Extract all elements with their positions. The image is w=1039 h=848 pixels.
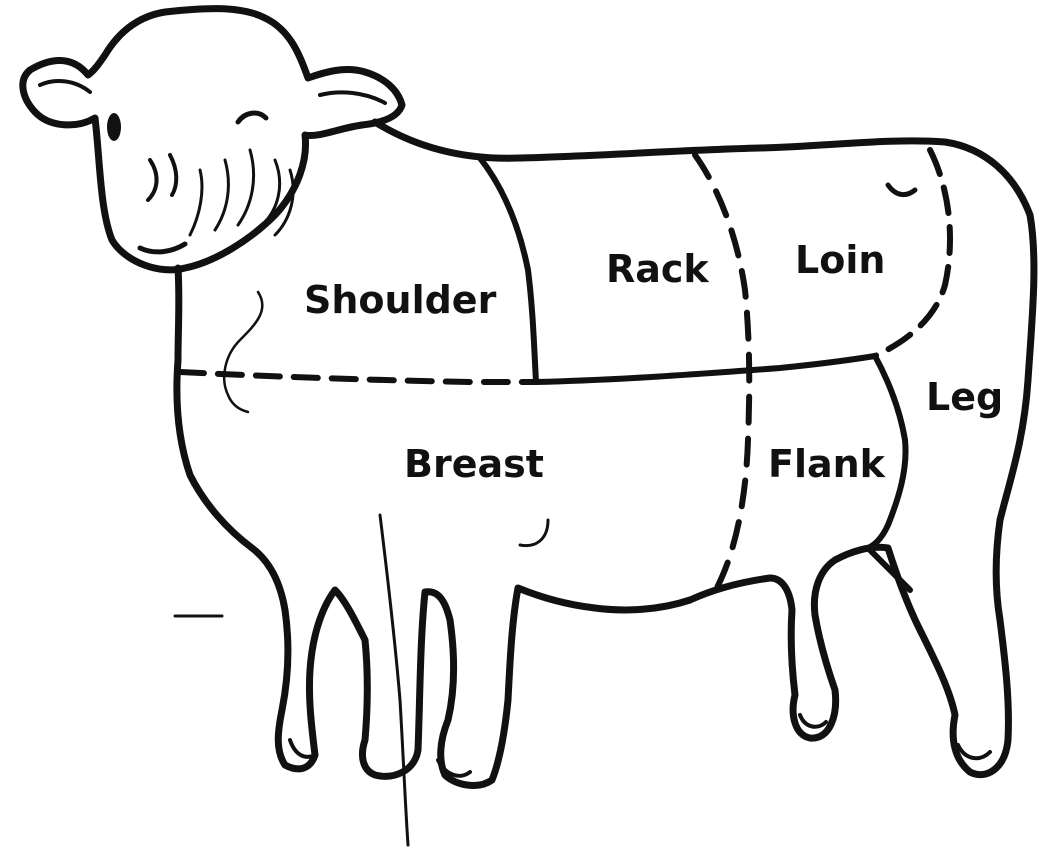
- cut-label-leg: Leg: [926, 378, 1003, 416]
- cut-label-shoulder: Shoulder: [304, 281, 496, 319]
- cut-label-flank: Flank: [768, 445, 885, 483]
- hoof-detail: [290, 715, 990, 776]
- cut-label-rack: Rack: [606, 250, 709, 288]
- left-ear-detail: [40, 81, 90, 92]
- head-outline: [23, 9, 402, 270]
- left-eye: [107, 113, 121, 141]
- loin-leg-dash: [875, 150, 950, 356]
- string-line: [380, 515, 408, 845]
- shoulder-breast-dash: [180, 372, 536, 382]
- rack-front-line: [480, 158, 536, 382]
- tail-mark: [888, 185, 915, 195]
- mouth: [140, 244, 185, 252]
- cut-label-breast: Breast: [404, 445, 544, 483]
- squiggle-mark: [224, 292, 262, 412]
- rack-loin-dash: [695, 155, 749, 600]
- face-wool: [190, 150, 293, 235]
- right-ear-detail: [320, 92, 385, 103]
- nose: [148, 155, 176, 200]
- right-eye: [238, 113, 266, 122]
- cut-label-loin: Loin: [795, 241, 885, 279]
- belly-curve-mark: [520, 520, 548, 546]
- rib-line: [536, 356, 875, 382]
